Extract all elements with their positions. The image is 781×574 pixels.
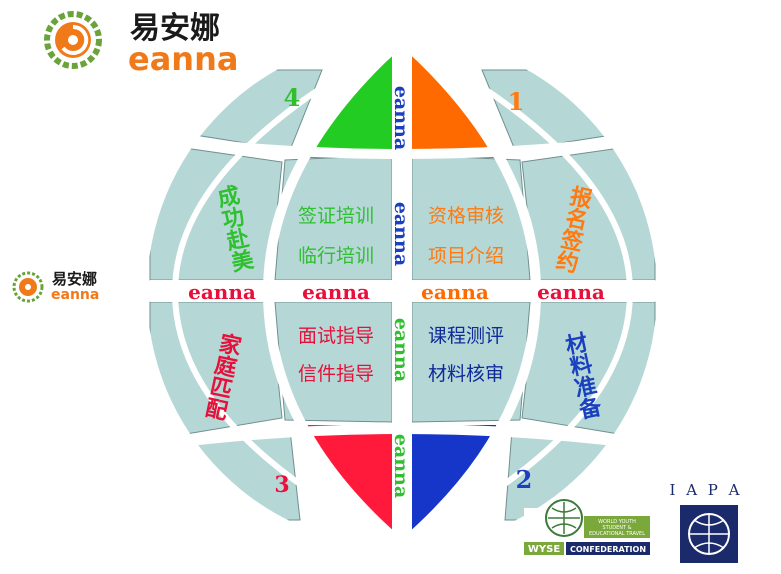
laurel-icon — [44, 11, 102, 69]
small-brand-name-en: eanna — [51, 287, 99, 303]
iapa-logo: I A P A — [670, 481, 743, 563]
label-project-intro: 项目介绍 — [428, 245, 504, 267]
brand-name-cn: 易安娜 — [130, 11, 220, 46]
label-letter: 信件指导 — [298, 363, 374, 385]
band-label-3: eanna — [421, 280, 489, 304]
label-qualification: 资格审核 — [428, 205, 504, 227]
label-course-test: 课程测评 — [428, 325, 504, 347]
band-label-2: eanna — [302, 280, 370, 304]
iapa-name: I A P A — [670, 481, 743, 499]
wyse-logo: WORLD YOUTH STUDENT & EDUCATIONAL TRAVEL… — [524, 499, 650, 555]
band-vertical-2: eanna — [390, 202, 412, 266]
step-number-1: 1 — [508, 87, 525, 116]
small-brand-logo: 易安娜 eanna — [12, 270, 99, 303]
band-vertical-3: eanna — [390, 318, 412, 382]
step-number-2: 2 — [516, 465, 533, 494]
small-brand-name-cn: 易安娜 — [52, 270, 97, 288]
wyse-confederation: CONFEDERATION — [570, 545, 646, 554]
wyse-line-3: EDUCATIONAL TRAVEL — [589, 531, 645, 537]
wyse-line-2: STUDENT & — [602, 525, 631, 531]
wyse-name: WYSE — [528, 544, 560, 555]
step-number-3: 3 — [274, 472, 289, 498]
brand-logo: 易安娜 eanna — [44, 11, 238, 78]
band-vertical-1: eanna — [390, 86, 412, 150]
label-interview: 面试指导 — [298, 325, 374, 347]
brand-name-en: eanna — [128, 40, 238, 78]
swirl-icon — [12, 271, 44, 303]
step-number-4: 4 — [284, 83, 301, 112]
vertical-band: eanna eanna eanna eanna — [390, 40, 412, 545]
label-visa-training: 签证培训 — [298, 205, 374, 227]
band-label-1: eanna — [188, 280, 256, 304]
wyse-line-1: WORLD YOUTH — [598, 519, 636, 525]
band-vertical-4: eanna — [390, 434, 412, 498]
label-pre-departure: 临行培训 — [298, 245, 374, 267]
label-material-review: 材料核审 — [428, 363, 504, 385]
band-label-4: eanna — [537, 280, 605, 304]
